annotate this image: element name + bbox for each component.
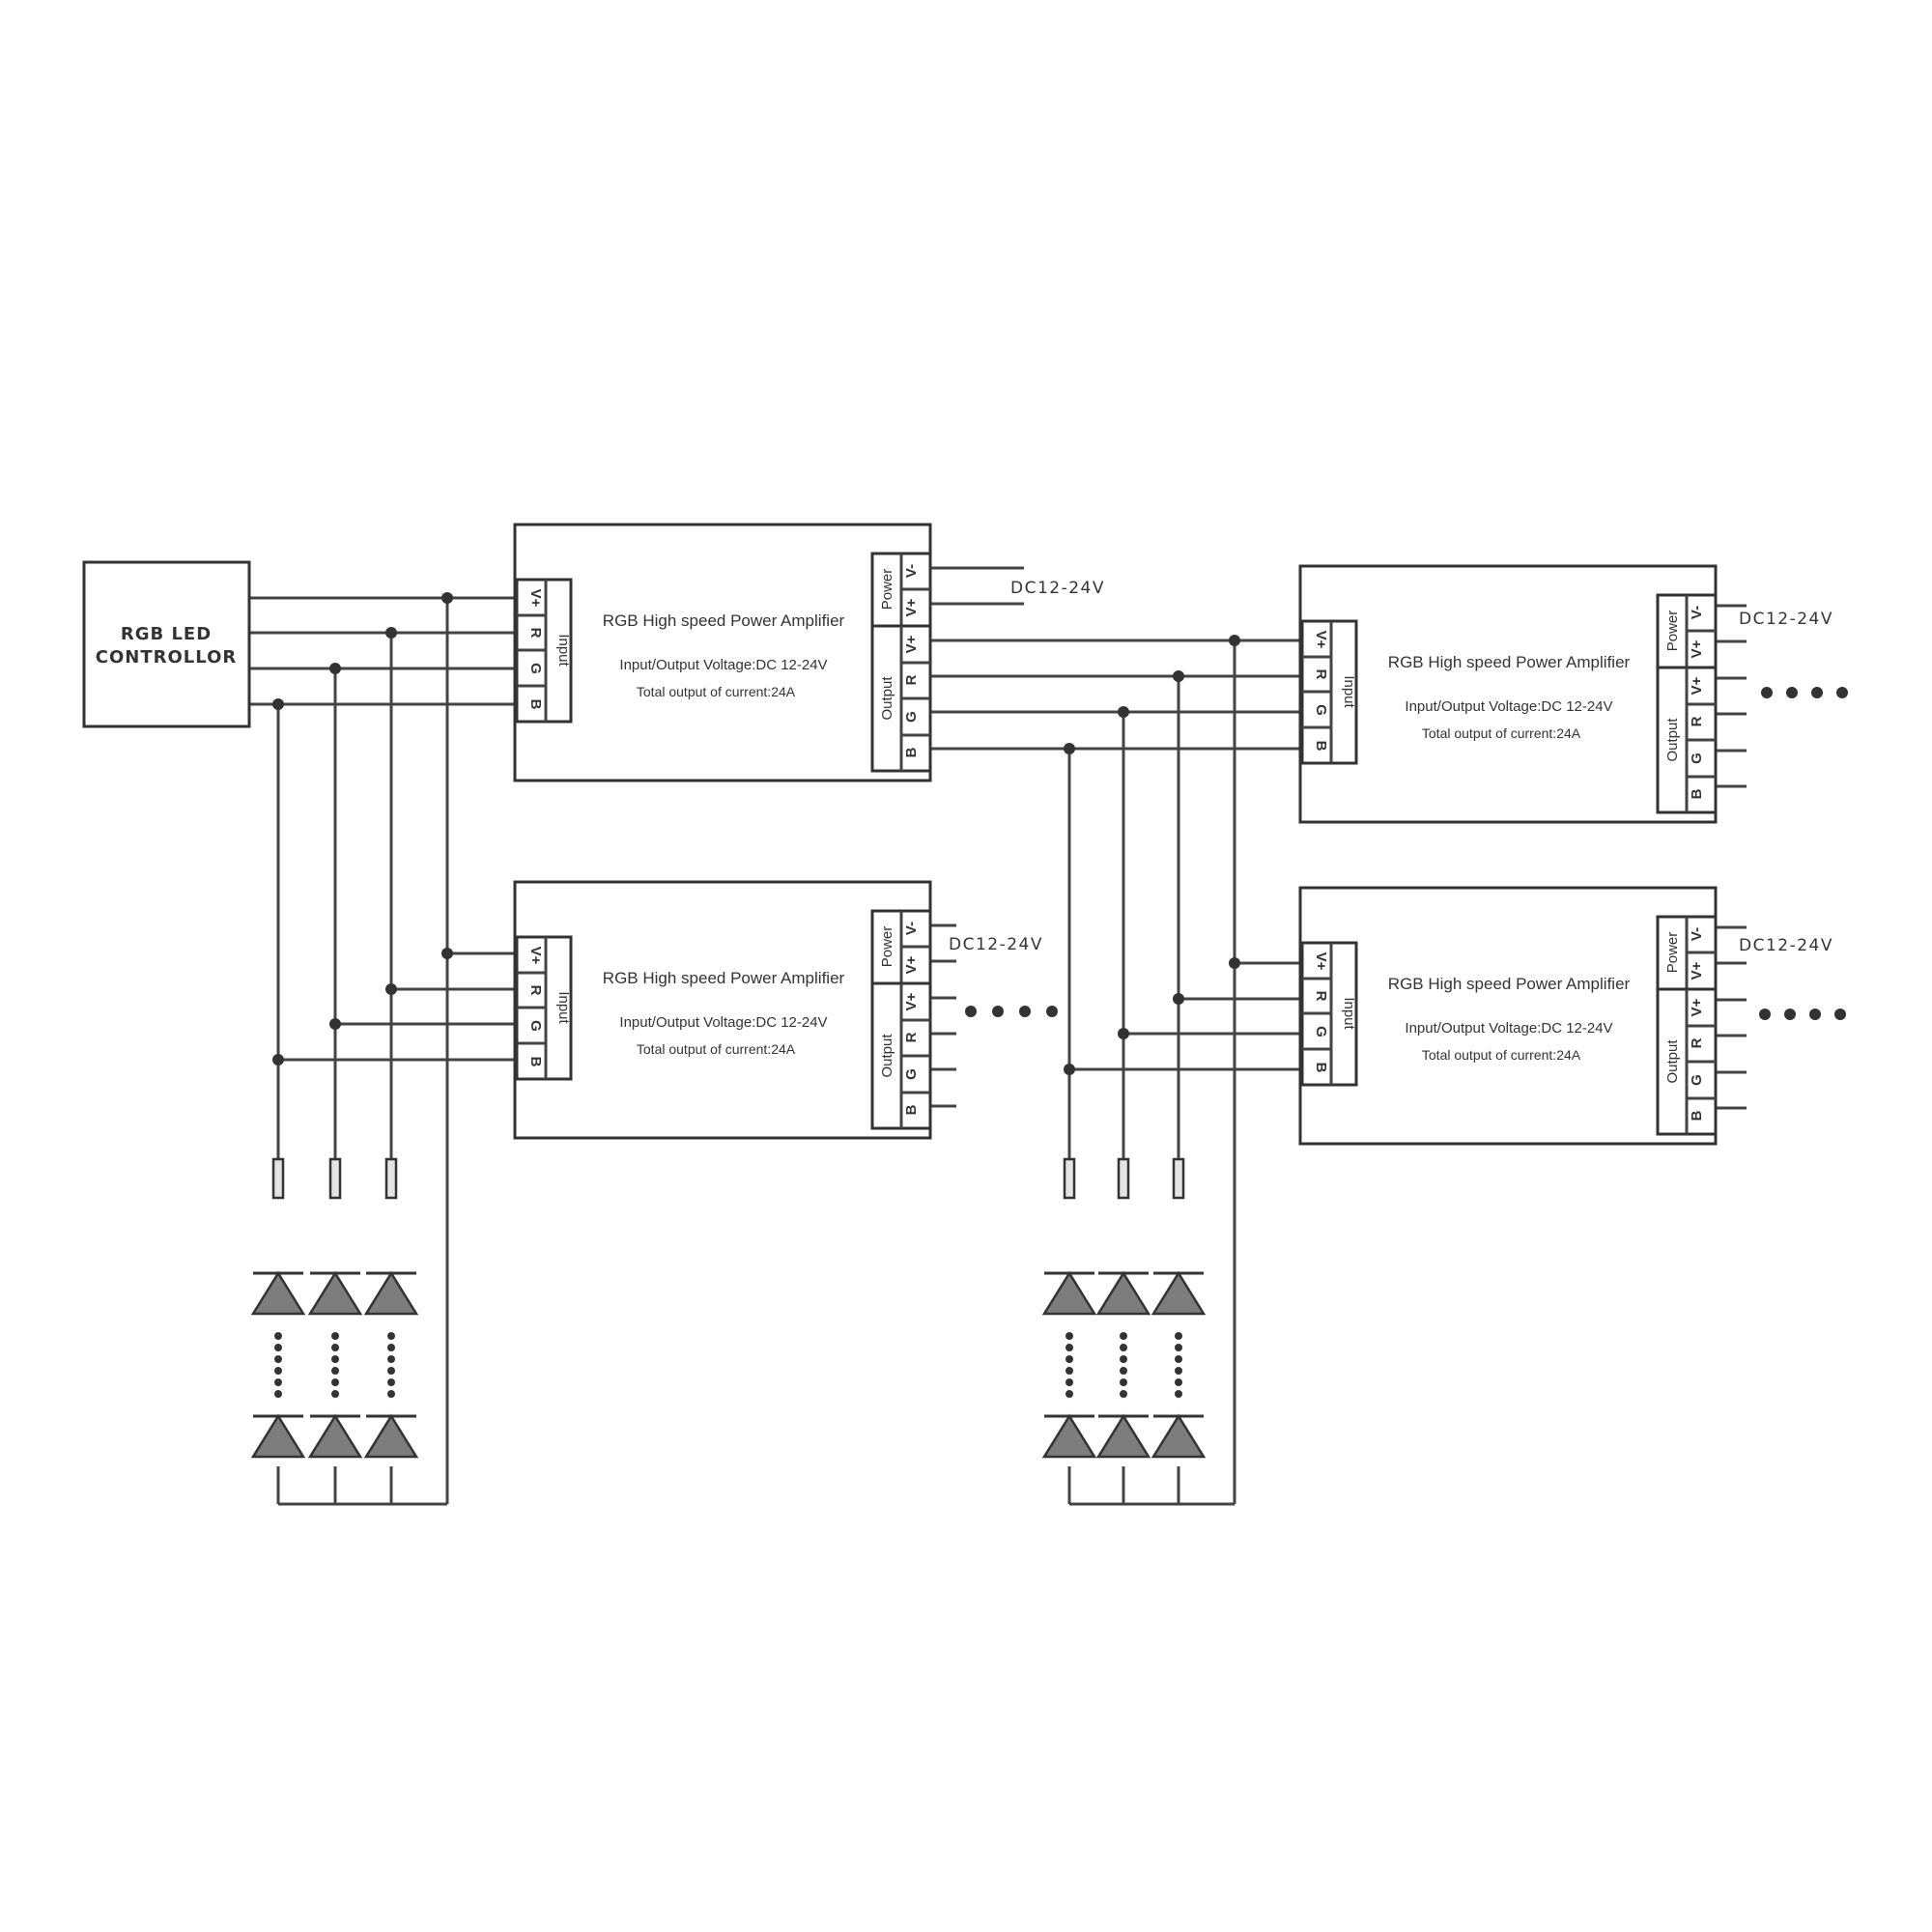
pin-b: B [1689,1110,1705,1121]
amplifier-voltage: Input/Output Voltage:DC 12-24V [1405,1020,1612,1037]
pin-r: R [1313,669,1329,680]
pin-vminus: V- [1689,606,1705,619]
pin-vplus: V+ [903,992,920,1010]
pin-vplus: V+ [1689,998,1705,1016]
pin-r: R [903,1032,920,1042]
amplifier-voltage: Input/Output Voltage:DC 12-24V [619,657,827,673]
amplifier-current: Total output of current:24A [1422,1047,1581,1063]
amplifier-current: Total output of current:24A [1422,725,1581,741]
pin-vminus: V- [1689,927,1705,941]
amplifier-current: Total output of current:24A [637,684,796,699]
output-label: Output [879,676,895,721]
amplifier-4: RGB High speed Power Amplifier Input/Out… [1298,886,1718,1146]
led-string [1096,1157,1151,1459]
rgb-led-controller: RGB LED CONTROLLOR [82,560,251,728]
controller-label-line2: CONTROLLOR [96,647,237,668]
pin-vplus: V+ [903,598,920,616]
dc-supply-label: DC12-24V [1739,936,1833,955]
amplifier-title: RGB High speed Power Amplifier [1388,653,1631,671]
led-string [364,1157,418,1459]
pin-b: B [527,699,544,710]
junction-dots [272,592,1240,1075]
pin-r: R [527,985,544,996]
pin-b: B [903,747,920,757]
pin-g: G [1689,1074,1705,1086]
pin-b: B [527,1057,544,1067]
pin-vplus: V+ [1313,631,1329,649]
pin-vplus: V+ [1689,676,1705,695]
pin-r: R [527,628,544,639]
amplifier-voltage: Input/Output Voltage:DC 12-24V [619,1014,827,1031]
pin-g: G [1313,1026,1329,1037]
pin-vminus: V- [903,922,920,935]
pin-g: G [903,711,920,723]
led-strings-left [251,1157,418,1459]
wiring [249,566,1747,1506]
pin-g: G [903,1068,920,1080]
dc-supply-label: DC12-24V [1010,579,1105,598]
input-label: Input [1341,675,1357,708]
pin-g: G [1689,753,1705,764]
amplifier-1: RGB High speed Power Amplifier Input/Out… [513,523,932,782]
pin-vminus: V- [903,564,920,578]
dc-supply-label: DC12-24V [949,935,1043,954]
pin-r: R [1313,991,1329,1002]
pin-r: R [1689,716,1705,726]
pin-vplus: V+ [527,947,544,965]
amplifier-current: Total output of current:24A [637,1041,796,1057]
pin-vplus: V+ [1313,952,1329,971]
pin-vplus: V+ [1689,639,1705,658]
input-label: Input [555,634,572,667]
amplifier-voltage: Input/Output Voltage:DC 12-24V [1405,698,1612,715]
pin-r: R [1689,1037,1705,1048]
pin-r: R [903,674,920,685]
amplifier-3: RGB High speed Power Amplifier Input/Out… [1298,564,1718,824]
power-label: Power [879,926,895,968]
pin-b: B [1689,788,1705,799]
pin-vplus: V+ [1689,961,1705,980]
pin-vplus: V+ [903,955,920,974]
pin-vplus: V+ [903,635,920,653]
controller-label-line1: RGB LED [121,624,212,644]
amplifier-2: RGB High speed Power Amplifier Input/Out… [513,880,932,1140]
pin-vplus: V+ [527,589,544,608]
input-label: Input [1341,997,1357,1030]
pin-g: G [527,663,544,674]
led-string [308,1157,362,1459]
led-strings-right [1042,1157,1206,1459]
pin-b: B [1313,1063,1329,1073]
pin-b: B [1313,741,1329,752]
amplifier-title: RGB High speed Power Amplifier [603,969,845,987]
amplifier-title: RGB High speed Power Amplifier [603,611,845,630]
led-string [1151,1157,1206,1459]
amplifier-title: RGB High speed Power Amplifier [1388,975,1631,993]
input-label: Input [555,991,572,1024]
dc-supply-label: DC12-24V [1739,610,1833,629]
power-label: Power [1664,932,1681,974]
led-string [251,1157,305,1459]
pin-g: G [1313,704,1329,716]
pin-b: B [903,1104,920,1115]
pin-g: G [527,1020,544,1032]
power-label: Power [879,569,895,611]
led-string [1042,1157,1096,1459]
output-label: Output [1664,718,1681,762]
output-label: Output [1664,1039,1681,1084]
continuation-dots [965,687,1848,1020]
power-label: Power [1664,611,1681,652]
output-label: Output [879,1034,895,1078]
